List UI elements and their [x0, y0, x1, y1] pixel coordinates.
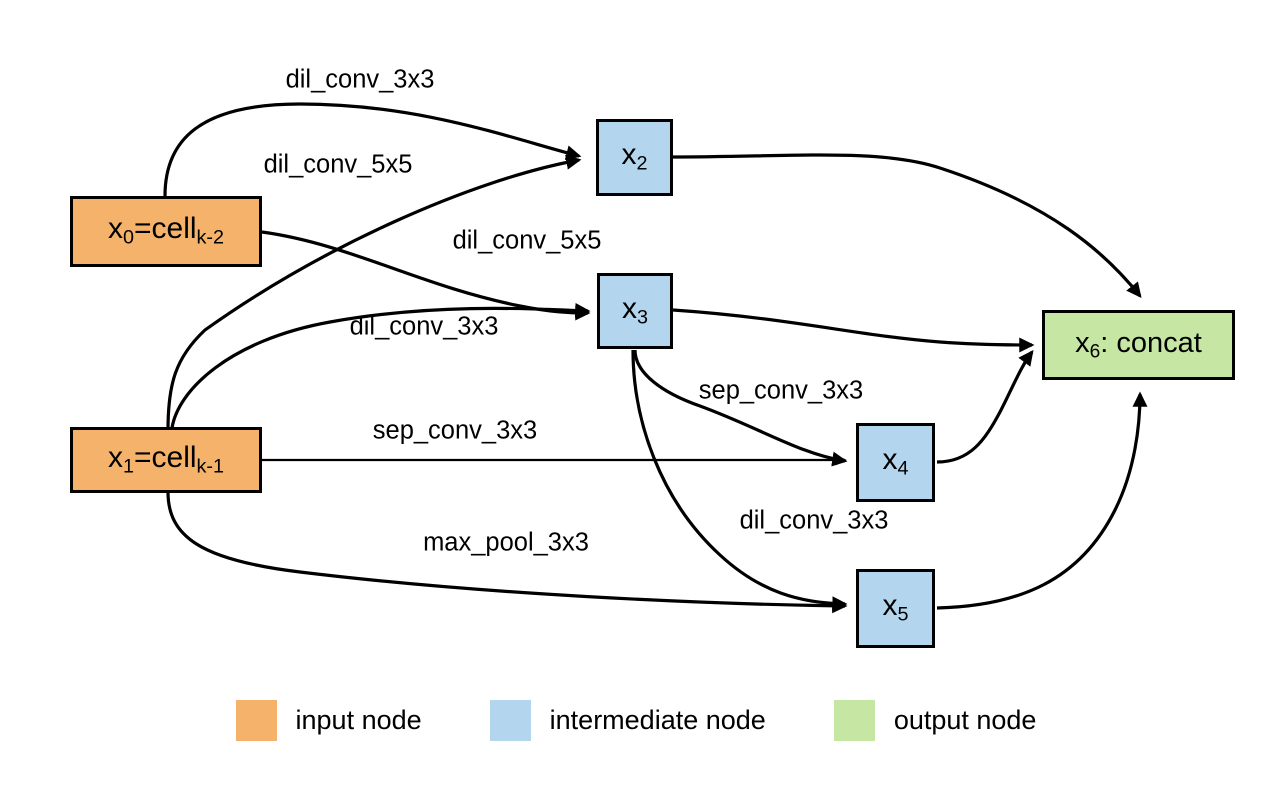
legend-item-intermediate: intermediate node: [489, 700, 766, 741]
edge-x3-x5: [631, 349, 848, 612]
legend-label-input: input node: [295, 705, 422, 735]
legend-label-intermediate: intermediate node: [549, 705, 766, 735]
edge-x3-x6: [672, 308, 1035, 353]
node-x6[interactable]: x6: concat: [1042, 310, 1235, 380]
legend-swatch-input-icon: [235, 700, 277, 741]
node-x4-label: x4: [882, 443, 909, 480]
node-x0-label: x0=cellk-2: [107, 212, 225, 249]
edge-x2-x6: [672, 153, 1142, 298]
edge-label-x3-x4: sep_conv_3x3: [698, 376, 864, 405]
node-x0[interactable]: x0=cellk-2: [70, 196, 262, 267]
edge-x0-x2: [163, 102, 582, 197]
edge-label-x0-x3: dil_conv_5x5: [452, 226, 602, 255]
node-x6-label: x6: concat: [1075, 326, 1202, 363]
edge-x1-x5: [166, 491, 848, 614]
edge-label-x1-x3: dil_conv_3x3: [349, 312, 499, 341]
node-x5-label: x5: [882, 589, 909, 626]
legend: input node intermediate node output node: [0, 700, 1272, 741]
edge-x5-x6: [936, 391, 1148, 610]
node-x3-label: x3: [621, 291, 648, 329]
edge-x1-x2: [166, 154, 582, 431]
node-x3[interactable]: x3: [597, 273, 673, 349]
legend-label-output: output node: [893, 705, 1037, 735]
edge-label-x0-x2: dil_conv_3x3: [285, 65, 435, 94]
node-x2-label: x2: [621, 138, 648, 175]
edge-x4-x6: [936, 350, 1034, 464]
edge-label-x1-x2: dil_conv_5x5: [263, 150, 413, 179]
node-x1-label: x1=cellk-1: [107, 440, 225, 478]
edge-label-x3-x5: dil_conv_3x3: [739, 506, 889, 535]
edge-label-x1-x4: sep_conv_3x3: [372, 416, 538, 445]
node-x4[interactable]: x4: [856, 423, 935, 502]
edge-x1-x3: [170, 302, 591, 429]
edge-x0-x3: [261, 230, 591, 321]
legend-item-output: output node: [833, 700, 1037, 741]
edge-x3-x4: [633, 349, 848, 467]
legend-swatch-output-icon: [833, 700, 875, 741]
node-x5[interactable]: x5: [856, 569, 935, 648]
legend-item-input: input node: [235, 700, 422, 741]
node-x2[interactable]: x2: [596, 119, 673, 196]
node-x1[interactable]: x1=cellk-1: [70, 427, 262, 493]
legend-swatch-intermediate-icon: [489, 700, 531, 741]
edge-label-x1-x5: max_pool_3x3: [423, 528, 589, 557]
